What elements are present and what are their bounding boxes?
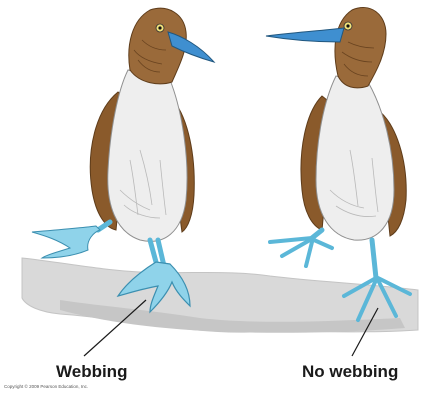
- right-booby-beak: [266, 28, 344, 42]
- right-booby-head: [335, 7, 386, 87]
- no-webbing-label: No webbing: [302, 362, 398, 382]
- left-booby-body: [108, 70, 187, 241]
- left-booby-raised-foot: [32, 226, 100, 258]
- copyright-notice: Copyright © 2009 Pearson Education, Inc.: [4, 384, 88, 389]
- right-booby-body: [316, 76, 394, 240]
- webbing-label: Webbing: [56, 362, 127, 382]
- right-booby: [266, 7, 410, 320]
- right-booby-raised-foot: [270, 238, 332, 266]
